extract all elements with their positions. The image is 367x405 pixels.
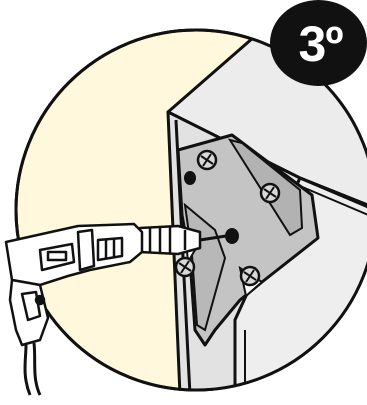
pilot-hole xyxy=(184,171,196,185)
screw-icon xyxy=(198,151,216,169)
cabinet-corner xyxy=(168,30,367,395)
screw-icon xyxy=(261,184,279,202)
target-hole xyxy=(225,228,239,244)
step-number: 3º xyxy=(298,19,342,69)
screw-icon xyxy=(176,258,194,276)
step-badge: 3º xyxy=(270,0,367,86)
screw-icon xyxy=(241,267,259,285)
